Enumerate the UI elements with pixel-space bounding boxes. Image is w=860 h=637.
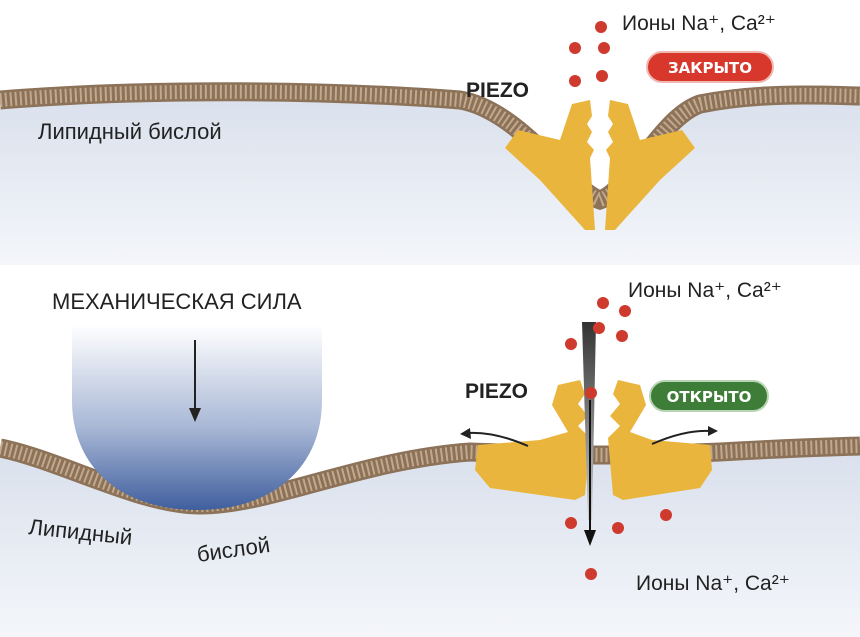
force-arrow <box>189 340 201 422</box>
lipid-bilayer-bottom-inner <box>0 439 860 513</box>
ions-top-panel <box>569 21 610 87</box>
ion <box>616 330 628 342</box>
mechanical-force-label: МЕХАНИЧЕСКАЯ СИЛА <box>52 289 302 314</box>
ion <box>565 517 577 529</box>
ions-bottom-panel <box>565 297 672 580</box>
closed-badge-text: ЗАКРЫТО <box>668 59 752 77</box>
ion-label-bottom-top: Ионы Na⁺, Ca²⁺ <box>628 279 782 302</box>
ion-flow-arrow-head <box>584 530 596 546</box>
ion <box>612 522 624 534</box>
ion <box>569 42 581 54</box>
ion <box>598 42 610 54</box>
open-badge-text: ОТКРЫТО <box>667 388 752 406</box>
ion-label-top: Ионы Na⁺, Ca²⁺ <box>622 12 776 35</box>
ion <box>660 509 672 521</box>
piezo-label-bottom: PIEZO <box>465 380 528 403</box>
piezo-open-right-half <box>608 380 712 500</box>
closed-badge: ЗАКРЫТО <box>646 51 774 83</box>
expansion-arrow-left <box>460 428 529 447</box>
open-badge: ОТКРЫТО <box>649 380 769 412</box>
piezo-channel-closed <box>505 100 695 230</box>
ion <box>596 70 608 82</box>
ion <box>585 568 597 580</box>
ion <box>619 305 631 317</box>
piezo-open-left-half <box>475 380 590 500</box>
piezo-left-half <box>505 100 595 230</box>
piezo-label-top: PIEZO <box>466 79 529 102</box>
ion <box>597 297 609 309</box>
membrane-label-top: Липидный бислой <box>38 119 222 144</box>
ion <box>569 75 581 87</box>
expansion-arrow-right <box>651 426 718 445</box>
ion <box>595 21 607 33</box>
ion-label-bottom-bottom: Ионы Na⁺, Ca²⁺ <box>636 572 790 595</box>
ion <box>585 387 597 399</box>
piezo-channel-open <box>475 380 712 500</box>
cytoplasm-top <box>0 91 860 265</box>
piezo-right-half <box>605 100 695 230</box>
mechanical-force-object <box>72 325 322 510</box>
ion <box>565 338 577 350</box>
ion <box>593 322 605 334</box>
